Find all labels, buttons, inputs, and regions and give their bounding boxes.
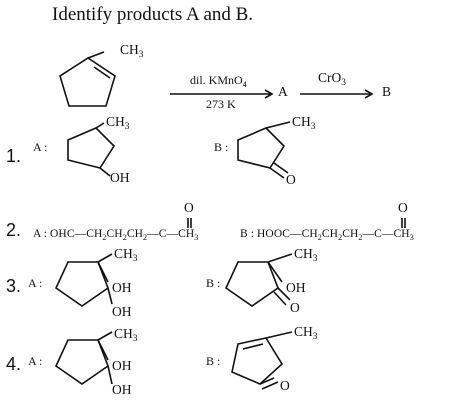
option4-a-ch3: CH3	[114, 326, 138, 344]
option3-a-oh-1: OH	[112, 280, 132, 295]
option4-b-label: B :	[206, 354, 221, 368]
reaction-arrows	[170, 89, 374, 99]
question-text: Identify products A and B.	[52, 4, 254, 25]
option4-b-ch3: CH3	[294, 324, 318, 342]
option2-carbonyl-bonds	[187, 218, 406, 228]
option1-a-ring	[67, 122, 116, 177]
option3-number[interactable]: 3.	[6, 276, 22, 296]
option1-number[interactable]: 1.	[6, 146, 22, 166]
option3-a-oh-2: OH	[112, 304, 132, 319]
option4-number[interactable]: 4.	[6, 354, 22, 374]
option1-b-ch3: CH3	[292, 114, 316, 132]
option1-a-oh: OH	[110, 170, 130, 185]
option1-a-ch3: CH3	[106, 114, 130, 132]
option1-b-oxygen: O	[286, 172, 296, 187]
option3-b-ch3: CH3	[294, 246, 318, 264]
option2-number[interactable]: 2.	[6, 220, 22, 240]
option4-a-oh-1: OH	[112, 358, 132, 373]
option1-a-label: A :	[33, 140, 48, 154]
reagent-cro3: CrO3	[318, 70, 346, 88]
option3-b-oh: OH	[286, 280, 306, 295]
option2-a-carbonyl-o: O	[184, 200, 194, 215]
option1-b-ring	[237, 121, 291, 179]
option3-a-label: A :	[28, 276, 43, 290]
option4-a-oh-2: OH	[112, 382, 132, 397]
option3-b-label: B :	[206, 276, 221, 290]
product-b: B	[382, 84, 392, 99]
reagent-temperature: 273 K	[206, 97, 236, 111]
option1-b-label: B :	[214, 140, 229, 154]
option2-b-carbonyl-o: O	[398, 200, 408, 215]
option4-b-ring	[231, 331, 293, 390]
option3-a-ch3: CH3	[114, 246, 138, 264]
intermediate-a: A	[278, 84, 288, 99]
option3-b-oxygen: O	[290, 300, 300, 315]
option3-b-ring	[224, 253, 293, 307]
option4-a-ring	[54, 331, 113, 385]
reagent-kmno4: dil. KMnO4	[190, 73, 247, 89]
option4-a-label: A :	[28, 354, 43, 368]
reactant-ring	[59, 51, 116, 107]
option2-a-formula: A : OHC—CH2CH2CH2—C—CH3	[33, 228, 199, 242]
option3-a-ring	[54, 253, 113, 307]
option4-b-oxygen: O	[280, 378, 290, 393]
option2-b-formula: B : HOOC—CH2CH2CH2—C—CH3	[240, 228, 414, 242]
reactant-ch3: CH3	[120, 42, 144, 60]
